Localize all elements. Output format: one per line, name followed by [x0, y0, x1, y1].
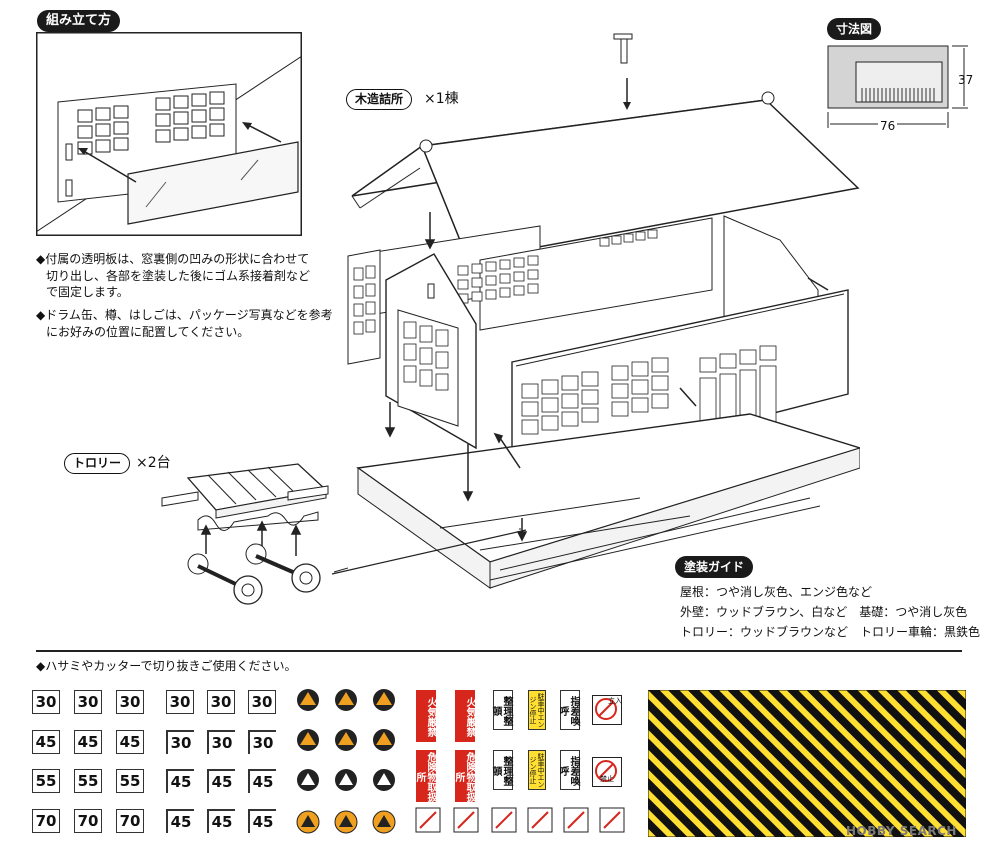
speed-sign: 55 — [116, 769, 144, 793]
dimension-width: 76 — [878, 118, 898, 134]
tidy-sign: 整理整頓 — [490, 690, 513, 730]
fire-prohibited-sign: 火気厳禁 — [455, 690, 475, 742]
fire-prohibited-sign: 火気厳禁 — [416, 690, 436, 742]
assembly-inset-illustration — [36, 32, 302, 236]
speed-sign: 30 — [166, 730, 194, 754]
trolley-illustration — [161, 463, 348, 605]
speed-sign: 30 — [207, 690, 235, 714]
dimension-height: 37 — [958, 73, 974, 87]
no-entry-sign — [592, 757, 622, 787]
building-label: 木造詰所 — [346, 89, 413, 110]
dimension-label: 寸法図 — [827, 18, 882, 40]
speed-sign: 45 — [207, 809, 235, 833]
speed-sign: 70 — [32, 809, 60, 833]
speed-sign: 45 — [166, 809, 194, 833]
speed-sign: 70 — [74, 809, 102, 833]
trolley-label: トロリー — [64, 453, 131, 474]
section-divider — [36, 650, 962, 652]
speed-sign: 30 — [116, 690, 144, 714]
speed-sign: 30 — [207, 730, 235, 754]
cut-note: ◆ハサミやカッターで切り抜きご使用ください。 — [36, 659, 297, 673]
engine-stop-sign: 駐車中エンジン停止 — [528, 750, 546, 790]
trolley-leader-line — [331, 529, 527, 575]
building-exploded-illustration — [347, 33, 860, 589]
speed-sign: 45 — [166, 769, 194, 793]
note-line-4: にお好みの位置に配置してください。 — [46, 325, 250, 339]
dimension-drawing — [827, 45, 968, 128]
speed-sign: 45 — [32, 730, 60, 754]
assembly-label: 組み立て方 — [37, 10, 121, 32]
small-diagonal-signs — [415, 807, 625, 833]
hazard-stripe-panel — [648, 690, 966, 837]
speed-sign: 30 — [248, 730, 276, 754]
pointing-sign: 指差喚呼 — [557, 750, 580, 790]
paint-line-3: トロリー：ウッドブラウンなど トロリー車輪：黒鉄色 — [680, 625, 981, 639]
speed-sign: 30 — [166, 690, 194, 714]
speed-sign: 45 — [207, 769, 235, 793]
speed-sign: 45 — [248, 769, 276, 793]
speed-sign: 55 — [32, 769, 60, 793]
speed-sign: 70 — [116, 809, 144, 833]
speed-sign: 45 — [116, 730, 144, 754]
no-entry-word-1: 立入 — [608, 697, 622, 705]
no-entry-text: 立入 — [608, 697, 622, 705]
paint-guide-label: 塗装ガイド — [675, 556, 754, 578]
no-entry-sign — [592, 695, 622, 725]
speed-sign: 30 — [32, 690, 60, 714]
speed-sign: 45 — [248, 809, 276, 833]
note-line-3: ◆ドラム缶、樽、はしごは、パッケージ写真などを参考 — [36, 308, 333, 322]
no-entry-text: 禁止 — [600, 775, 614, 783]
no-entry-word-2: 禁止 — [600, 775, 614, 783]
no-entry-icon — [595, 698, 617, 720]
hazmat-sign: 危険物取扱所 — [414, 750, 436, 802]
no-entry-icon — [595, 760, 617, 782]
note-line-2: 切り出し、各部を塗装した後にゴム系接着剤などで固定します。 — [46, 269, 311, 299]
paint-line-2: 外壁：ウッドブラウン、白など 基礎：つや消し灰色 — [680, 605, 968, 619]
speed-sign: 45 — [74, 730, 102, 754]
paint-line-1: 屋根：つや消し灰色、エンジ色など — [680, 585, 873, 599]
trolley-qty: ×2台 — [136, 455, 171, 471]
engine-stop-sign: 駐車中エンジン停止 — [528, 690, 546, 730]
speed-sign: 30 — [74, 690, 102, 714]
pointing-sign: 指差喚呼 — [557, 690, 580, 730]
speed-sign: 30 — [248, 690, 276, 714]
warning-circle-signs — [296, 689, 396, 834]
watermark: HOBBY SEARCH — [846, 824, 957, 838]
tidy-sign: 整理整頓 — [490, 750, 513, 790]
speed-sign: 55 — [74, 769, 102, 793]
hazmat-sign: 危険物取扱所 — [453, 750, 475, 802]
building-qty: ×1棟 — [424, 91, 459, 107]
note-line-1: ◆付属の透明板は、窓裏側の凹みの形状に合わせて — [36, 252, 310, 266]
